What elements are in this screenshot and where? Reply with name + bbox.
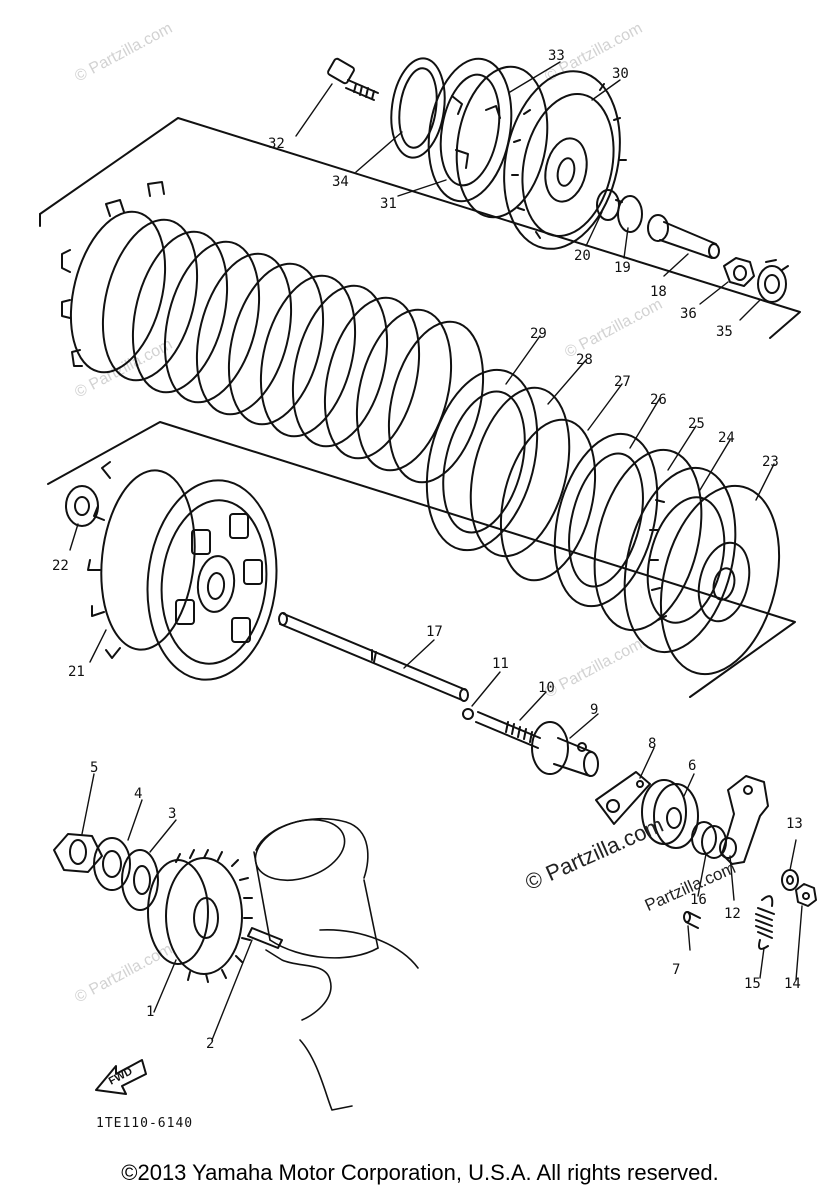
push-rod-10 — [475, 711, 541, 749]
cushion-spring-26 — [553, 432, 659, 608]
part-label: 25 — [688, 416, 705, 432]
bearing-19 — [617, 195, 643, 233]
part-label: 1 — [146, 1004, 154, 1020]
part-label: 34 — [332, 174, 349, 190]
pressure-plate-30 — [503, 70, 627, 250]
fwd-label: FWD — [107, 1065, 135, 1087]
lever-12 — [719, 775, 769, 865]
ball-11 — [462, 708, 474, 720]
push-rod-18 — [647, 214, 720, 259]
part-label: 4 — [134, 786, 142, 802]
plate-stack — [61, 181, 485, 484]
part-label: 32 — [268, 136, 285, 152]
part-label: 19 — [614, 260, 631, 276]
part-label: 11 — [492, 656, 509, 672]
part-label: 18 — [650, 284, 667, 300]
part-label: 9 — [590, 702, 598, 718]
key-2 — [247, 927, 283, 949]
part-label: 6 — [688, 758, 696, 774]
plate-8 — [595, 771, 651, 825]
part-label: 21 — [68, 664, 85, 680]
lock-washer-35 — [757, 259, 789, 303]
gasket-34 — [390, 57, 446, 159]
part-label: 10 — [538, 680, 555, 696]
part-label: 36 — [680, 306, 697, 322]
pin-7 — [683, 911, 701, 929]
thrust-washer-22 — [65, 485, 99, 527]
plate-stack-frame — [39, 117, 801, 339]
push-rod-17 — [278, 612, 469, 702]
steel-plate-28 — [469, 386, 571, 558]
part-label: 17 — [426, 624, 443, 640]
washer-13 — [781, 869, 799, 891]
part-label: 30 — [612, 66, 629, 82]
part-labels: 32 33 30 34 31 20 19 18 36 35 29 28 27 2… — [52, 48, 803, 1052]
primary-drive-gear-1 — [147, 849, 253, 983]
friction-plate-29 — [425, 368, 539, 552]
leader-lines — [69, 61, 803, 1041]
part-label: 28 — [576, 352, 593, 368]
part-label: 16 — [690, 892, 707, 908]
part-label: 7 — [672, 962, 680, 978]
part-label: 20 — [574, 248, 591, 264]
nut-36 — [723, 257, 755, 287]
fwd-arrow-icon — [95, 1059, 147, 1095]
part-label: 35 — [716, 324, 733, 340]
bolt-32 — [327, 57, 379, 101]
part-label: 24 — [718, 430, 735, 446]
part-label: 5 — [90, 760, 98, 776]
nut-5 — [53, 833, 103, 873]
clutch-boss-24 — [623, 466, 737, 654]
part-label: 23 — [762, 454, 779, 470]
part-label: 3 — [168, 806, 176, 822]
part-label: 8 — [648, 736, 656, 752]
clutch-housing-21 — [87, 461, 278, 681]
part-label: 31 — [380, 196, 397, 212]
part-label: 22 — [52, 558, 69, 574]
washer-3 — [121, 849, 159, 911]
clutch-group-frame — [47, 421, 796, 698]
oil-seal-6 — [641, 779, 699, 849]
crank-outline — [253, 818, 419, 1111]
part-label: 33 — [548, 48, 565, 64]
diagram-code: 1TE110-6140 — [96, 1116, 194, 1131]
nut-14 — [795, 883, 817, 907]
spring-seat-27 — [499, 418, 597, 582]
part-label: 13 — [786, 816, 803, 832]
plate-25 — [593, 448, 703, 632]
seal-33 — [455, 65, 549, 219]
part-label: 15 — [744, 976, 761, 992]
lock-washer-4 — [93, 837, 131, 891]
part-label: 2 — [206, 1036, 214, 1052]
push-lever-shaft-9 — [531, 721, 599, 777]
part-label: 14 — [784, 976, 801, 992]
clutch-boss-23 — [659, 484, 781, 676]
part-label: 26 — [650, 392, 667, 408]
part-label: 12 — [724, 906, 741, 922]
spring-15 — [755, 895, 775, 950]
part-label: 29 — [530, 326, 547, 342]
part-label: 27 — [614, 374, 631, 390]
copyright-notice: ©2013 Yamaha Motor Corporation, U.S.A. A… — [121, 1160, 719, 1185]
